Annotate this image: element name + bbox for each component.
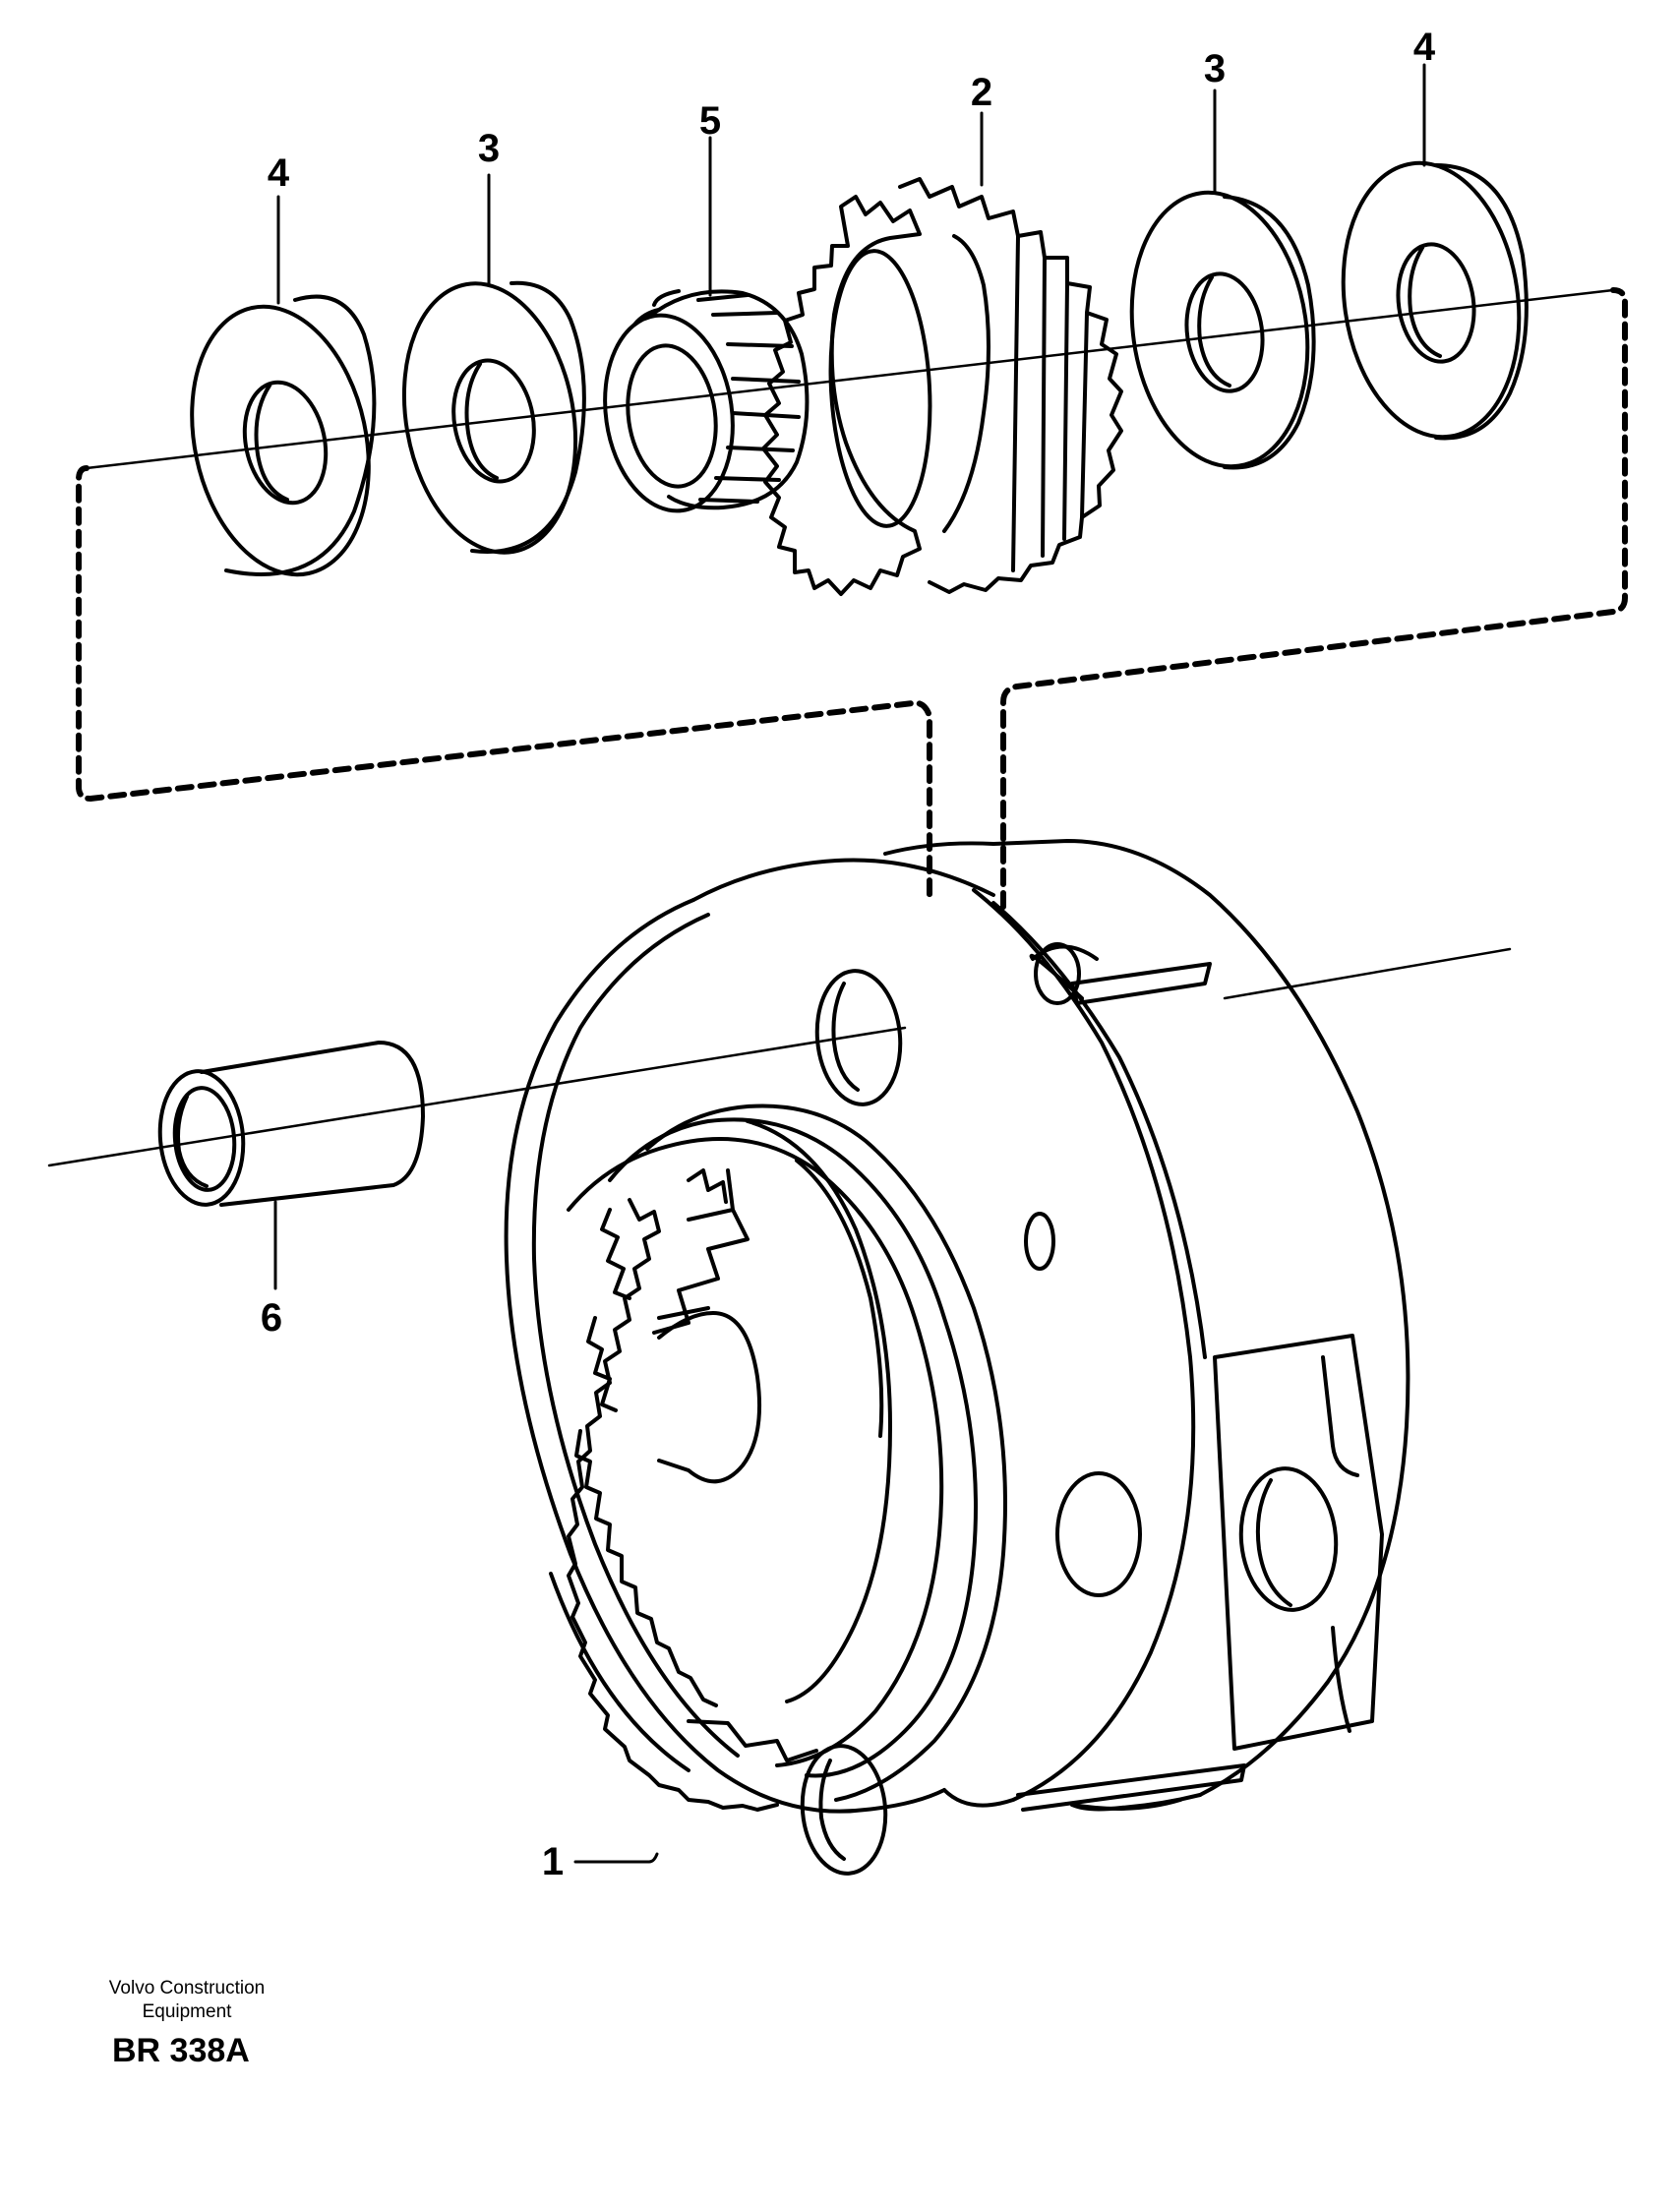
- carrier-axis-line: [1223, 947, 1512, 1000]
- callout-sleeve: 6: [260, 1296, 283, 1340]
- callout-planet-gear: 2: [970, 71, 993, 114]
- callout-washer-inner-right: 3: [1203, 47, 1227, 90]
- callout-washer-outer-right: 4: [1412, 26, 1436, 69]
- needle-bearing-icon: [603, 289, 810, 513]
- callout-needle-bearing: 5: [698, 99, 722, 143]
- sleeve-axis-line: [47, 1026, 907, 1167]
- assembly-guide-dashed: [76, 287, 1628, 910]
- drawing-code: BR 338A: [112, 2032, 250, 2069]
- washer-outer-left-icon: [190, 294, 377, 577]
- manufacturer-line-2: Equipment: [142, 2001, 232, 2022]
- callout-washer-outer-left: 4: [267, 151, 290, 195]
- washer-inner-left-icon: [401, 280, 586, 555]
- upper-axis-line: [85, 288, 1615, 470]
- manufacturer-line-1: Volvo Construction: [108, 1978, 266, 1999]
- callout-planet-carrier: 1: [541, 1840, 565, 1883]
- callout-leaders: [273, 63, 1426, 1864]
- planet-carrier-icon: [504, 839, 1410, 1876]
- sleeve-icon: [157, 1041, 425, 1207]
- callout-washer-inner-left: 3: [477, 127, 501, 170]
- washer-inner-right-icon: [1129, 190, 1316, 470]
- planet-gear-icon: [761, 177, 1123, 596]
- washer-outer-right-icon: [1341, 160, 1529, 441]
- manufacturer-label: Volvo Construction Equipment: [89, 1977, 285, 2024]
